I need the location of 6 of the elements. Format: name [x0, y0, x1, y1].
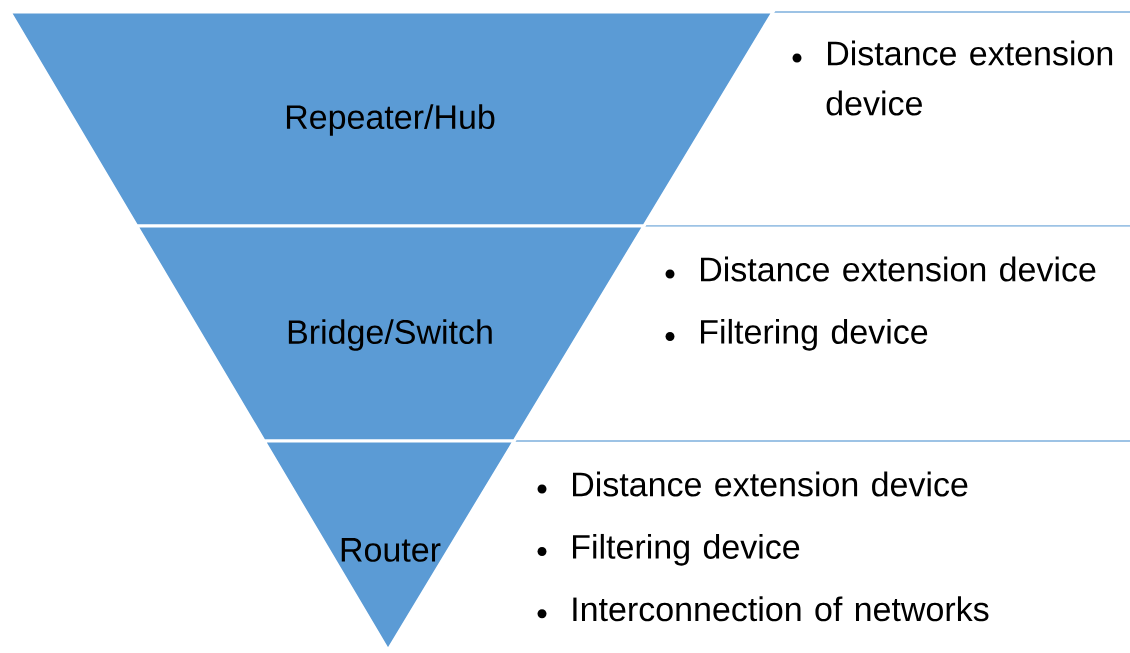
bullet-text: Distance extension device	[573, 471, 968, 497]
bullet-text: Filtering device	[573, 533, 800, 566]
bullet-text: Distance extension device	[826, 40, 1113, 116]
bullet-text: Interconnection of networks	[573, 596, 989, 622]
bullet-text: Distance extension device	[701, 256, 1096, 282]
bullet-text: Filtering device	[701, 318, 928, 351]
